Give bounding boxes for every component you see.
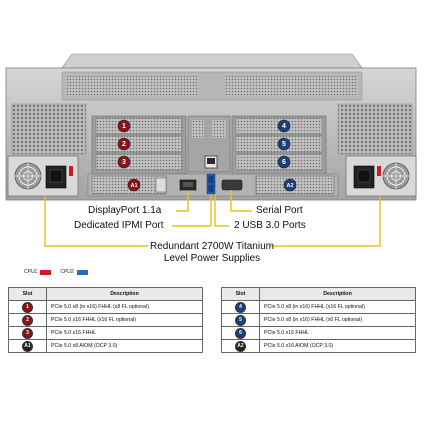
cpu-legend: CPU1 CPU2 <box>24 267 88 277</box>
psu-left <box>7 155 79 197</box>
col-header-description: Description <box>46 287 203 301</box>
serial-label: Serial Port <box>256 205 303 216</box>
table-row: 6 PCIe 5.0 x16 FHHL <box>221 326 416 340</box>
description-cell: PCIe 5.0 x16 FHHL <box>46 326 203 340</box>
slot-number-badge: 6 <box>235 327 246 339</box>
slot-cell: A1 <box>8 339 47 353</box>
slot-badge-3: 3 <box>117 155 131 169</box>
table-row: 1 PCIe 5.0 x8 (in x16) FHHL (x8 FL option… <box>8 300 203 314</box>
description-cell: PCIe 5.0 x16 FHHL <box>259 326 416 340</box>
slot-badges: 1 2 3 4 5 6A1 A2 <box>117 119 297 192</box>
legend-cpu2-label: CPU2 <box>60 269 74 275</box>
description-cell: PCIe 5.0 x16 FHHL (x16 FL optional) <box>46 313 203 327</box>
description-cell: PCIe 5.0 x8 (in x16) FHHL (x16 FL option… <box>259 300 416 314</box>
side-vent-left <box>11 103 87 155</box>
svg-text:4: 4 <box>282 123 286 130</box>
table-row: 3 PCIe 5.0 x16 FHHL <box>8 326 203 340</box>
col-header-slot: Slot <box>221 287 260 301</box>
psu-label-line1: Redundant 2700W Titanium <box>150 241 274 252</box>
description-cell: PCIe 5.0 x8 (in x16) FHHL (x0 FL optiona… <box>259 313 416 327</box>
riser-left <box>91 115 187 175</box>
slot-cell: 1 <box>8 300 47 314</box>
slot-table-left: Slot Description 1 PCIe 5.0 x8 (in x16) F… <box>8 287 203 353</box>
svg-text:5: 5 <box>282 141 286 148</box>
col-header-description: Description <box>259 287 416 301</box>
slot-cell: 2 <box>8 313 47 327</box>
slot-number-badge: 5 <box>235 314 246 326</box>
slot-number-badge: 1 <box>22 301 33 313</box>
slot-number-badge: A1 <box>22 340 33 352</box>
table-row: A2 PCIe 5.0 x16 AIOM (OCP 3.0) <box>221 339 416 353</box>
legend-cpu1-swatch <box>40 269 52 275</box>
slot-cell: 5 <box>221 313 260 327</box>
svg-text:6: 6 <box>282 159 286 166</box>
serial-port <box>221 179 243 191</box>
psu-label-line2: Level Power Supplies <box>163 253 261 264</box>
svg-text:A2: A2 <box>286 183 293 189</box>
description-cell: PCIe 5.0 x8 AIOM (OCP 3.0) <box>46 339 203 353</box>
svg-text:3: 3 <box>122 159 126 166</box>
slot-badge-1: 1 <box>117 119 131 133</box>
ipmi-label: Dedicated IPMI Port <box>74 220 164 231</box>
table-row: 5 PCIe 5.0 x8 (in x16) FHHL (x0 FL option… <box>221 313 416 327</box>
legend-cpu1-label: CPU1 <box>24 269 38 275</box>
slot-badge-5: 5 <box>277 137 291 151</box>
slot-number-badge: 2 <box>22 314 33 326</box>
table-row: 4 PCIe 5.0 x8 (in x16) FHHL (x16 FL optio… <box>221 300 416 314</box>
slot-badge-6: 6 <box>277 155 291 169</box>
slot-badge-4: 4 <box>277 119 291 133</box>
side-vent-right <box>337 103 413 155</box>
slot-number-badge: 4 <box>235 301 246 313</box>
slot-number-badge: 3 <box>22 327 33 339</box>
top-vent-left <box>66 76 198 96</box>
slot-badge-a1: A1 <box>127 178 141 192</box>
slot-badge-a2: A2 <box>283 178 297 192</box>
center-io-area <box>187 115 231 173</box>
svg-text:A1: A1 <box>130 183 137 189</box>
chassis-top <box>61 53 363 69</box>
table-row: A1 PCIe 5.0 x8 AIOM (OCP 3.0) <box>8 339 203 353</box>
slot-badge-2: 2 <box>117 137 131 151</box>
svg-text:2: 2 <box>122 141 126 148</box>
table-row: 2 PCIe 5.0 x16 FHHL (x16 FL optional) <box>8 313 203 327</box>
col-header-slot: Slot <box>8 287 47 301</box>
usb-label: 2 USB 3.0 Ports <box>234 220 306 231</box>
slot-cell: 3 <box>8 326 47 340</box>
top-vent-right <box>226 76 358 96</box>
description-cell: PCIe 5.0 x16 AIOM (OCP 3.0) <box>259 339 416 353</box>
displayport-label: DisplayPort 1.1a <box>88 205 162 216</box>
svg-text:1: 1 <box>122 123 126 130</box>
slot-cell: A2 <box>221 339 260 353</box>
legend-cpu2-swatch <box>76 269 88 275</box>
slot-cell: 4 <box>221 300 260 314</box>
slot-number-badge: A2 <box>235 340 246 352</box>
description-cell: PCIe 5.0 x8 (in x16) FHHL (x8 FL optiona… <box>46 300 203 314</box>
slot-cell: 6 <box>221 326 260 340</box>
psu-right <box>345 155 417 197</box>
callout-lines <box>44 190 381 247</box>
